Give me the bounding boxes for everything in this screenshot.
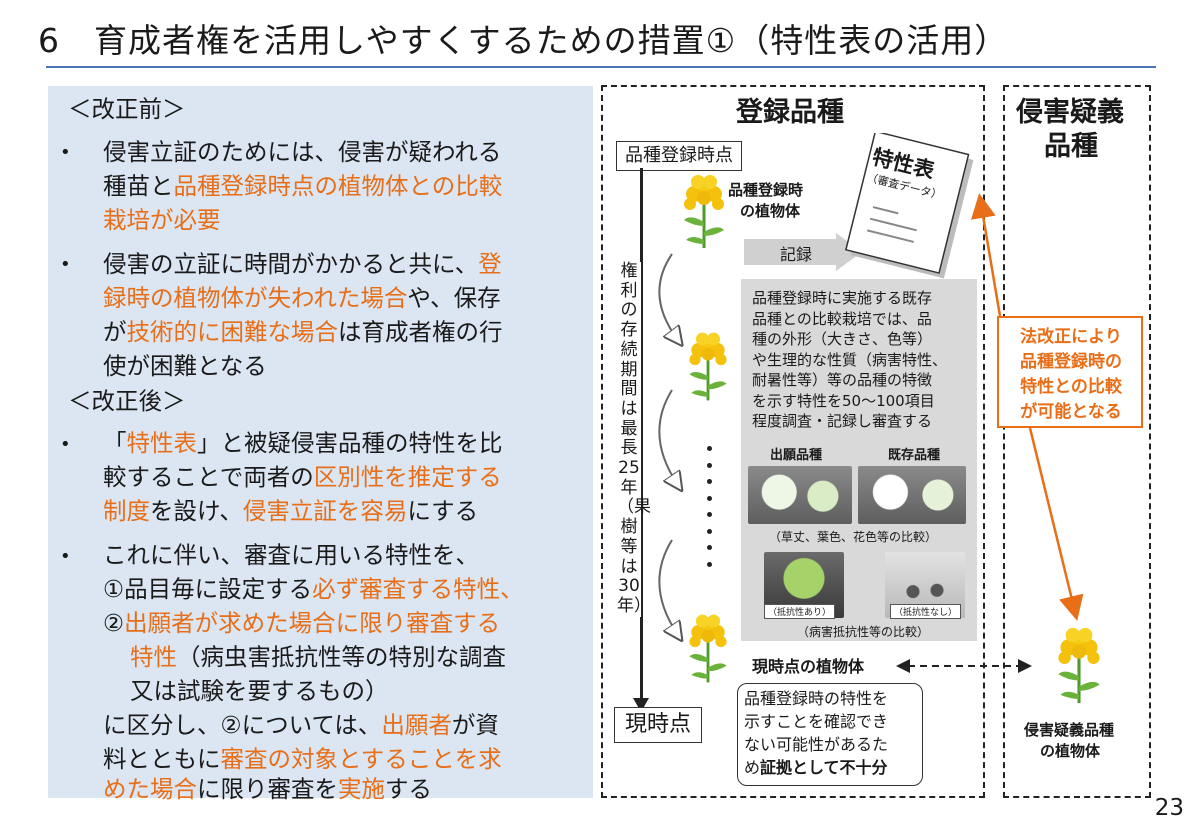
after-bullet-2-line-1: これに伴い、審査に用いる特性を、	[103, 541, 479, 569]
infringing-plant-label-1: 侵害疑義品種	[1024, 721, 1115, 739]
after-heading: ＜改正後＞	[68, 387, 186, 415]
infringing-variety-heading-1: 侵害疑義	[1016, 97, 1124, 128]
explanation-line: 種の外形（大きさ、色等）	[752, 330, 933, 348]
before-bullet-2-line-4: 使が困難となる	[103, 352, 267, 380]
plant-at-registration-label-2: の植物体	[740, 202, 801, 220]
law-revision-line: 法改正により	[1020, 327, 1122, 347]
bullet-icon: •	[60, 546, 71, 567]
insufficient-evidence-callout	[737, 683, 923, 786]
existing-variety-photo	[858, 466, 966, 524]
law-revision-arrows-icon	[971, 193, 1084, 621]
disease-resistance-caption: （病害抵抗性等の比較）	[797, 625, 930, 639]
after-bullet-2-line-7: 料とともに審査の対象とすることを求	[103, 745, 502, 773]
before-bullet-1-line-2: 種苗と品種登録時点の植物体との比較	[103, 172, 503, 200]
explanation-line: 品種との比較栽培では、品	[752, 309, 932, 328]
existing-variety-label: 既存品種	[888, 448, 941, 463]
bullet-icon: •	[60, 142, 71, 163]
infringing-variety-section	[1003, 85, 1151, 798]
explanation-line: を示す特性を50～100項目	[752, 391, 935, 410]
before-bullet-2-line-2: 録時の植物体が失われた場合や、保存	[103, 284, 501, 312]
after-bullet-1-line-3: 制度を設け、侵害立証を容易にする	[103, 497, 479, 525]
after-bullet-2-line-2: ①品目毎に設定する必ず審査する特性、	[103, 575, 524, 603]
page-title: 6 育成者権を活用しやすくするための措置①（特性表の活用）	[38, 21, 1009, 60]
after-bullet-2-line-4: 特性（病虫害抵抗性等の特別な調査	[130, 643, 506, 671]
callout-line-2: 示すことを確認でき	[744, 712, 889, 731]
time-passage-dots	[707, 446, 713, 578]
current-plant-label: 現時点の植物体	[752, 657, 865, 676]
registered-variety-section	[601, 85, 985, 798]
left-panel	[48, 86, 593, 798]
after-bullet-2-line-3: ②出願者が求めた場合に限り審査する	[103, 609, 501, 637]
page-number: 23	[1154, 795, 1184, 821]
before-bullet-1-line-3: 栽培が必要	[103, 206, 221, 234]
law-revision-line: 品種登録時の	[1020, 352, 1122, 372]
registered-variety-heading: 登録品種	[736, 97, 844, 128]
bullet-icon: •	[60, 434, 71, 455]
after-bullet-2-line-5: 又は試験を要するもの）	[130, 677, 389, 705]
applied-variety-photo	[748, 466, 852, 524]
right-duration-text: 権利の存続期間は最長25年（果樹等は30年）	[617, 261, 651, 617]
explanation-line: 程度調査・記録し審査する	[752, 412, 933, 430]
callout-line-3: ない可能性があるた	[744, 735, 889, 754]
after-bullet-2-line-6: に区分し、②については、出願者が資	[103, 711, 499, 739]
explanation-line: 耐暑性等）等の品種の特徴	[752, 371, 933, 389]
resistant-tag: （抵抗性あり）	[764, 604, 836, 619]
comparison-double-arrow-icon	[896, 659, 1032, 673]
current-time-label: 現時点	[614, 707, 703, 743]
registration-time-label: 品種登録時点	[616, 141, 742, 171]
callout-line-1: 品種登録時の特性を	[744, 689, 889, 708]
non-resistant-tag: （抵抗性なし）	[890, 604, 962, 619]
record-label: 記録	[780, 245, 813, 264]
law-revision-box	[997, 316, 1143, 428]
appearance-comparison-caption: （草丈、葉色、花色等の比較）	[769, 530, 938, 544]
timeline-line	[640, 168, 643, 702]
law-revision-line: が可能となる	[1020, 402, 1122, 422]
applied-variety-label: 出願品種	[770, 448, 823, 463]
title-underline	[46, 66, 1156, 68]
rapeseed-flower-icon	[1056, 626, 1102, 705]
growth-cycle-arrows-icon	[658, 253, 694, 650]
after-bullet-2-line-8: めた場合に限り審査を実施する	[103, 775, 432, 803]
before-bullet-1-line-1: 侵害立証のためには、侵害が疑われる	[103, 138, 502, 166]
explanation-line: 品種登録時に実施する既存	[752, 289, 933, 307]
after-bullet-1-line-1: 「特性表」と被疑侵害品種の特性を比	[103, 429, 503, 457]
record-arrow-icon	[744, 233, 862, 271]
before-heading: ＜改正前＞	[68, 95, 186, 123]
explanation-line: や生理的な性質（病害特性、	[752, 350, 948, 369]
before-bullet-2-line-3: が技術的に困難な場合は育成者権の行	[103, 318, 503, 346]
law-revision-line: 特性との比較	[1020, 377, 1122, 397]
plant-at-registration-label-1: 品種登録時	[728, 181, 804, 199]
callout-line-4: め証拠として不十分	[744, 758, 888, 777]
bullet-icon: •	[60, 254, 71, 275]
spec-sheet-document-icon	[844, 133, 974, 279]
infringing-plant-label-2: の植物体	[1040, 742, 1101, 760]
rapeseed-flower-icon	[682, 173, 726, 250]
infringing-variety-heading-2: 品種	[1044, 131, 1098, 162]
rapeseed-flower-icon	[688, 331, 728, 402]
before-bullet-2-line-1: 侵害の立証に時間がかかると共に、登	[103, 250, 502, 278]
after-bullet-1-line-2: 較することで両者の区別性を推定する	[103, 463, 502, 491]
rapeseed-flower-icon	[688, 613, 728, 684]
